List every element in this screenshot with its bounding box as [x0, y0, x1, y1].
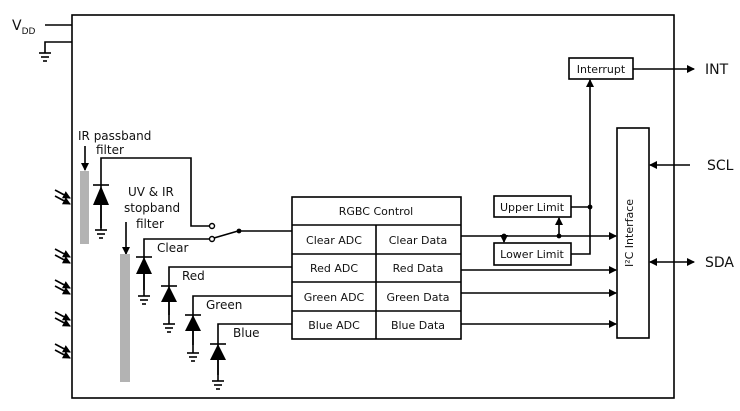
uv-filter-label-1: UV & IR — [128, 185, 174, 199]
ir-passband-filter: IR passband filter — [78, 129, 151, 244]
light-arrow-icon — [54, 248, 71, 264]
light-arrow-icon — [54, 343, 71, 359]
clear-label: Clear — [157, 241, 188, 255]
uv-filter-label-3: filter — [136, 217, 164, 231]
diode-icon — [93, 186, 109, 205]
switch-contact-ir — [208, 222, 216, 230]
diode-icon — [210, 344, 226, 360]
lower-limit-label: Lower Limit — [500, 248, 564, 261]
i2c-label: I²C Interface — [623, 199, 636, 267]
ir-filter-label: IR passband — [78, 129, 151, 143]
green-data: Green Data — [386, 291, 449, 304]
diode-icon — [161, 286, 177, 302]
vdd-label: VDD — [12, 18, 36, 37]
clear-adc: Clear ADC — [306, 234, 362, 247]
sda-pin-label: SDA — [705, 255, 734, 271]
blue-data: Blue Data — [391, 319, 445, 332]
ground-pin — [39, 41, 72, 62]
green-photodiode: Green — [185, 295, 292, 362]
blue-adc: Blue ADC — [308, 319, 360, 332]
green-adc: Green ADC — [304, 291, 365, 304]
int-pin-label: INT — [705, 62, 729, 78]
rgbc-control-block: RGBC Control Clear ADC Clear Data Red AD… — [291, 196, 462, 340]
red-photodiode: Red — [161, 266, 292, 333]
light-arrow-icon — [54, 279, 71, 295]
light-input-icons — [54, 189, 71, 359]
light-arrow-icon — [54, 311, 71, 327]
ir-filter-label-2: filter — [96, 143, 124, 157]
interrupt-label: Interrupt — [577, 63, 626, 76]
blue-photodiode: Blue — [210, 323, 292, 390]
red-data: Red Data — [393, 262, 444, 275]
ir-photodiode — [93, 157, 216, 239]
diode-icon — [185, 315, 201, 331]
interrupt-block: Interrupt INT — [568, 57, 729, 80]
diode-icon — [136, 257, 152, 274]
red-label: Red — [182, 269, 205, 283]
green-label: Green — [206, 298, 242, 312]
uv-filter-label-2: stopband — [124, 201, 180, 215]
scl-pin-label: SCL — [707, 158, 734, 174]
vdd-pin: VDD — [12, 18, 72, 37]
i2c-interface-block: I²C Interface SCL SDA — [616, 127, 734, 339]
upper-limit-label: Upper Limit — [500, 201, 565, 214]
threshold-limits: Upper Limit Lower Limit — [493, 79, 594, 266]
uv-ir-filter-bar — [120, 254, 130, 382]
blue-label: Blue — [233, 326, 260, 340]
light-arrow-icon — [54, 189, 71, 205]
red-adc: Red ADC — [310, 262, 358, 275]
ir-filter-bar — [80, 171, 89, 244]
clear-data: Clear Data — [389, 234, 448, 247]
clear-photodiode: Clear — [136, 238, 210, 305]
rgbc-header: RGBC Control — [339, 205, 413, 218]
uv-ir-stopband-filter: UV & IR stopband filter — [120, 185, 180, 382]
